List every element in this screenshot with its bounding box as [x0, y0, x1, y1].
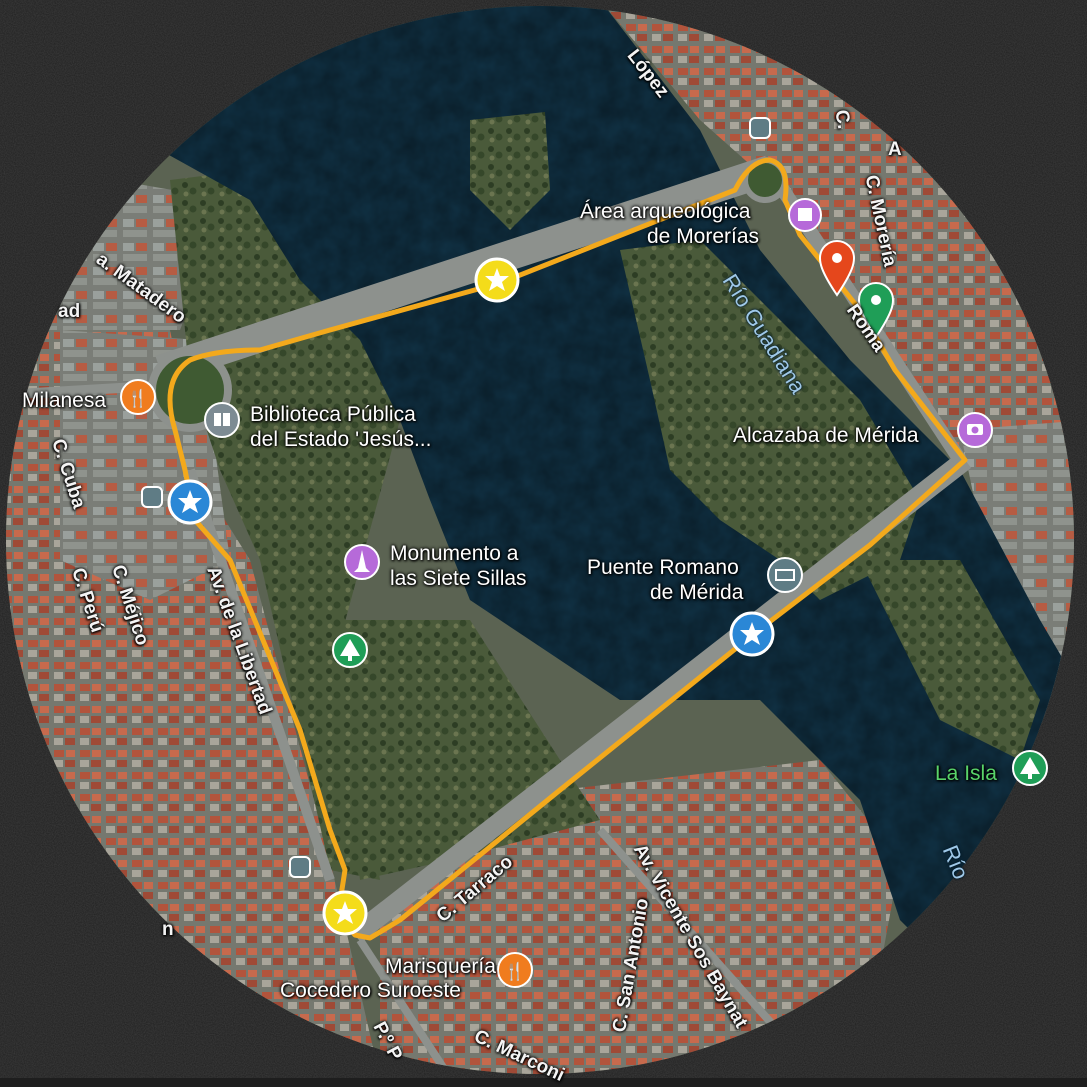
poi-area-arqueologica[interactable] — [788, 198, 822, 232]
bus-stop-icon[interactable] — [141, 486, 163, 508]
red-location-pin[interactable] — [818, 240, 856, 297]
star-marker-blue-right[interactable] — [729, 611, 775, 657]
poi-la-isla[interactable] — [1012, 750, 1048, 786]
green-location-pin[interactable] — [857, 282, 895, 339]
fork-knife-icon: 🍴 — [504, 961, 525, 982]
star-icon — [178, 490, 202, 513]
poi-marisqueria-restaurant[interactable]: 🍴 — [497, 952, 533, 988]
fork-knife-icon: 🍴 — [127, 388, 148, 409]
poi-alcazaba[interactable] — [957, 412, 993, 448]
bus-stop-icon[interactable] — [749, 117, 771, 139]
star-marker-yellow-top[interactable] — [474, 257, 520, 303]
tree-icon — [340, 639, 360, 661]
star-marker-blue-left[interactable] — [167, 479, 213, 525]
poi-monumento[interactable] — [344, 544, 380, 580]
castle-icon — [798, 208, 812, 221]
poi-biblioteca[interactable] — [204, 402, 240, 438]
bus-stop-icon[interactable] — [289, 856, 311, 878]
star-icon — [485, 268, 509, 291]
star-marker-yellow-bottom[interactable] — [322, 890, 368, 936]
monument-icon — [354, 550, 370, 572]
bridge-icon — [775, 569, 795, 581]
poi-park[interactable] — [332, 632, 368, 668]
star-icon — [333, 901, 357, 924]
poi-milanesa-restaurant[interactable]: 🍴 — [120, 379, 156, 415]
tree-icon — [1020, 757, 1040, 779]
star-icon — [740, 622, 764, 645]
poi-puente-romano[interactable] — [767, 557, 803, 593]
